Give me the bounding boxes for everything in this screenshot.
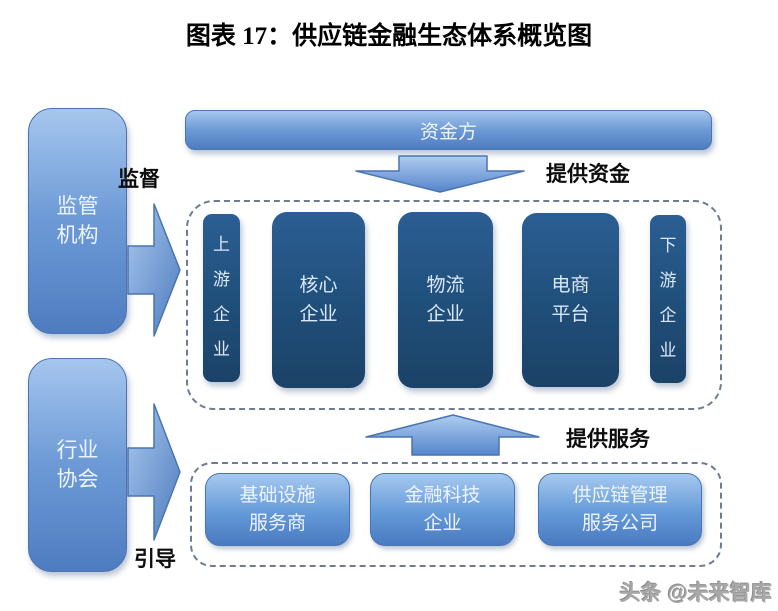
funder-bar: 资金方 <box>185 110 712 150</box>
supervise-right-arrow-icon <box>127 203 181 337</box>
core-chain-container <box>186 200 722 410</box>
guide-right-arrow-icon <box>127 403 181 541</box>
provide-funds-down-arrow-icon <box>355 155 525 193</box>
figure-title: 图表 17：供应链金融生态体系概览图 <box>185 23 593 50</box>
provide-funds-label: 提供资金 <box>546 163 630 186</box>
core-enterprise-box: 核心 企业 <box>272 212 365 388</box>
watermark: 头条 @未来智库 <box>619 582 772 605</box>
service-providers-container <box>190 462 722 567</box>
infrastructure-provider-box: 基础设施 服务商 <box>205 473 350 546</box>
downstream-enterprise-box: 下 游 企 业 <box>650 215 686 383</box>
association-box: 行业 协会 <box>28 358 127 572</box>
ecommerce-platform-box: 电商 平台 <box>522 213 619 387</box>
regulator-box: 监管 机构 <box>28 108 127 334</box>
fintech-enterprise-box: 金融科技 企业 <box>370 473 515 546</box>
supervise-label: 监督 <box>118 168 160 191</box>
provide-services-up-arrow-icon <box>365 414 540 456</box>
scm-service-company-box: 供应链管理 服务公司 <box>538 473 702 546</box>
provide-services-label: 提供服务 <box>566 428 650 451</box>
guide-label: 引导 <box>134 548 176 571</box>
logistics-enterprise-box: 物流 企业 <box>398 212 493 388</box>
upstream-enterprise-box: 上 游 企 业 <box>203 214 240 382</box>
